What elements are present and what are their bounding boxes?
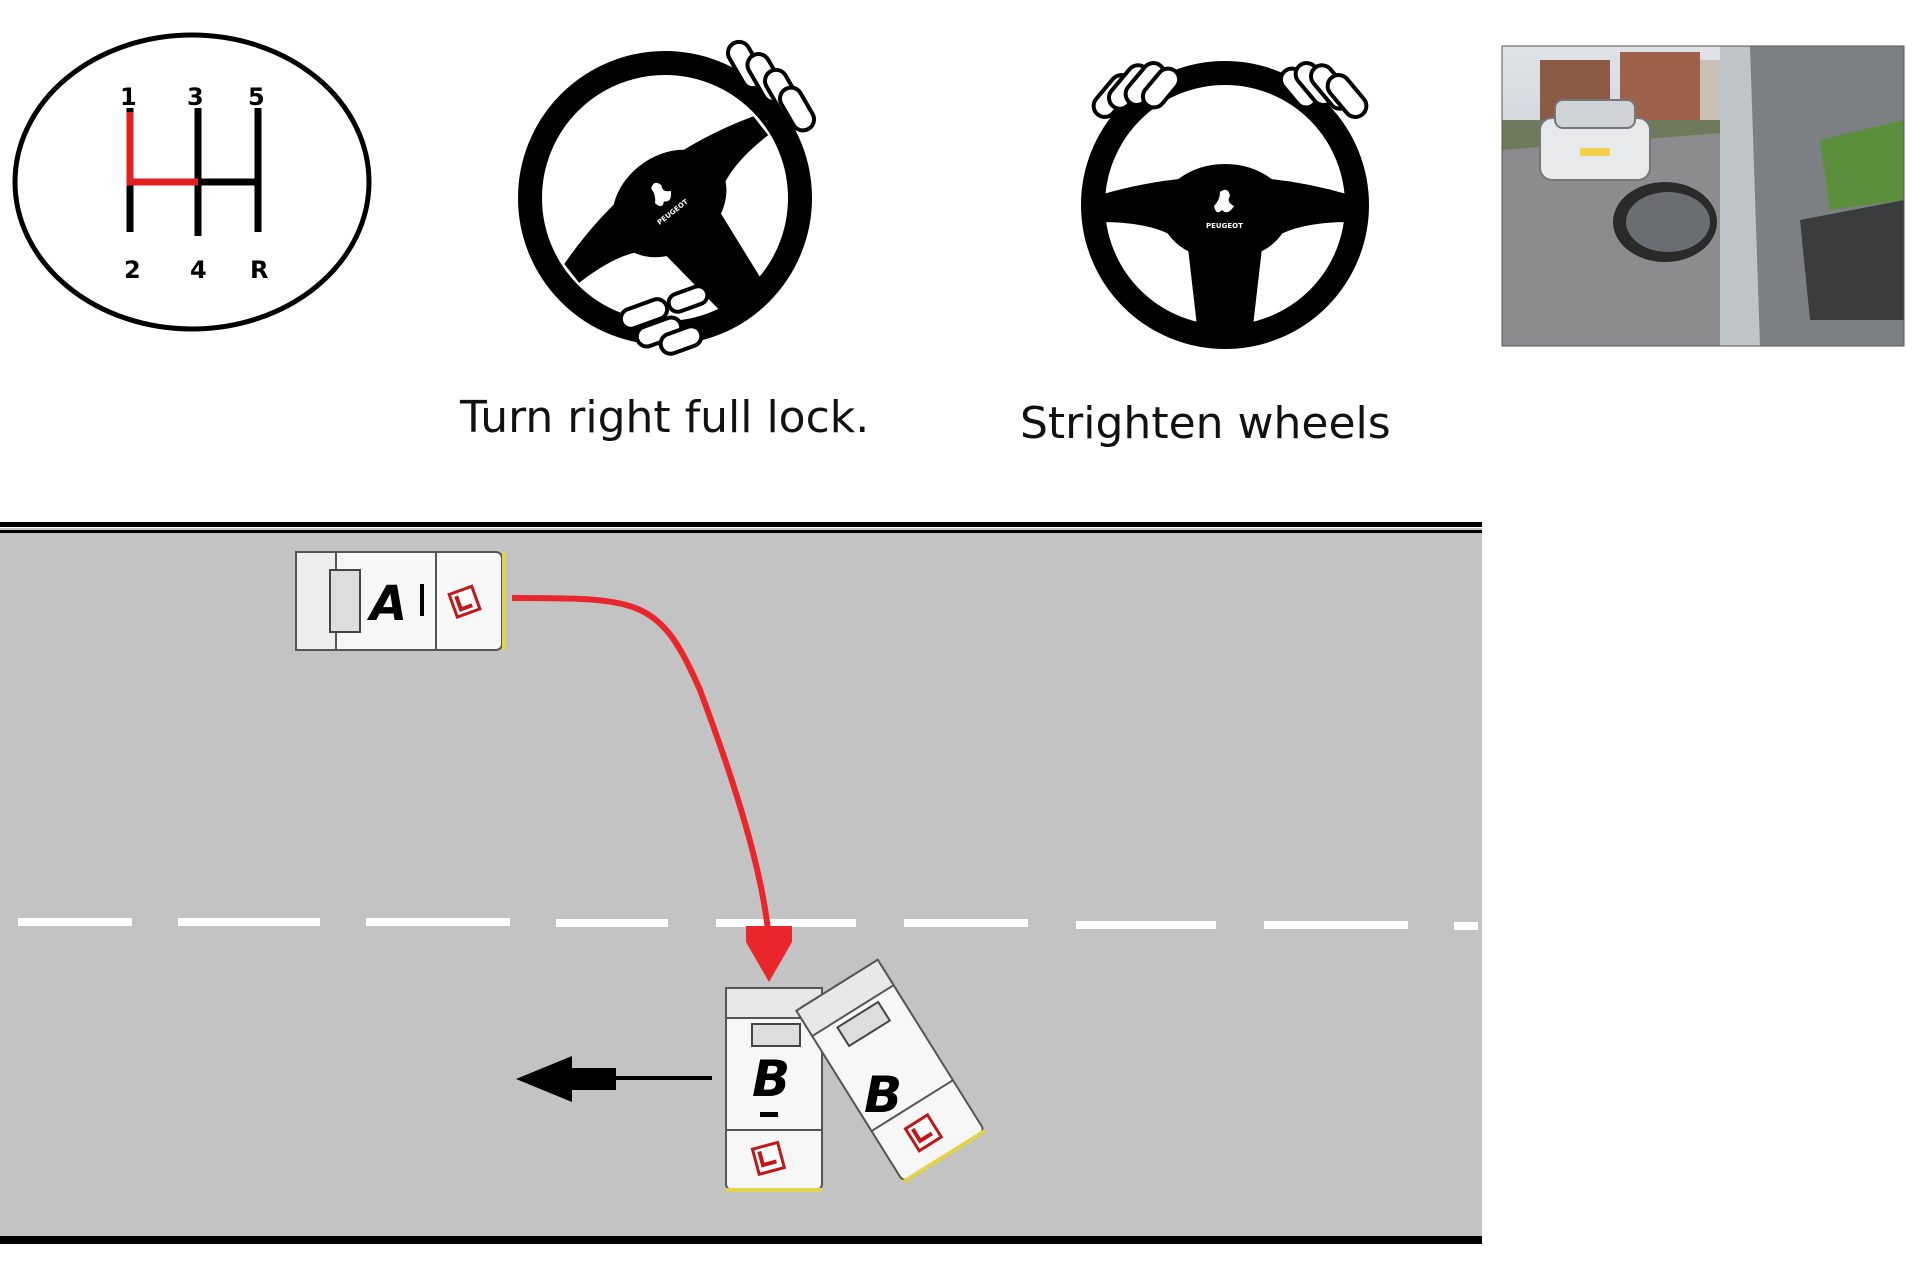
gear-label-3: 3 [187, 83, 204, 111]
l-plate-icon [447, 584, 482, 619]
direction-arrow-left-icon [516, 1056, 712, 1102]
steering-wheel-right-lock: PEUGEOT [518, 39, 816, 356]
dashboard-vent [1800, 200, 1904, 320]
kerb-top-inner [0, 530, 1482, 533]
car-b-label: B [752, 1050, 790, 1108]
wheel-logo-text: PEUGEOT [1206, 222, 1243, 230]
kerb-bottom [0, 1236, 1482, 1244]
peugeot-lion-icon [1214, 189, 1234, 213]
road-diagram: A B [0, 522, 1482, 1244]
mirror-view-photo [1501, 45, 1905, 347]
gear-diagram: 1 3 5 2 4 R [12, 32, 372, 332]
kerb-top-outer [0, 522, 1482, 527]
peugeot-lion-icon [651, 182, 672, 207]
wheel-hub [612, 149, 727, 258]
hand-bottom-icon [618, 284, 710, 356]
gear-label-5: 5 [248, 83, 265, 111]
steering-wheel-straight: PEUGEOT [1081, 61, 1369, 349]
car-b-angled-label: B [864, 1066, 902, 1124]
car-a: A [295, 551, 506, 651]
reversing-path [511, 595, 771, 931]
gear-label-r: R [250, 256, 268, 284]
wheel-rim [1081, 61, 1369, 349]
gear-label-2: 2 [124, 256, 141, 284]
gear-label-4: 4 [190, 256, 207, 284]
car-b-angled: B [794, 958, 986, 1184]
car-a-label: A [366, 576, 407, 632]
l-plate-icon [750, 1140, 787, 1177]
gear-label-1: 1 [120, 83, 137, 111]
centre-line [18, 918, 1478, 930]
caption-straighten: Strighten wheels [1020, 398, 1391, 449]
gate-highlight-first [126, 112, 198, 186]
hand-top-right-icon [726, 39, 816, 133]
l-plate-icon [903, 1112, 944, 1153]
path-arrowhead-icon [746, 926, 792, 982]
hand-left-icon [1091, 61, 1182, 119]
car-b: B [725, 987, 823, 1192]
caption-turn-right: Turn right full lock. [460, 392, 870, 443]
hand-right-icon [1278, 61, 1369, 119]
